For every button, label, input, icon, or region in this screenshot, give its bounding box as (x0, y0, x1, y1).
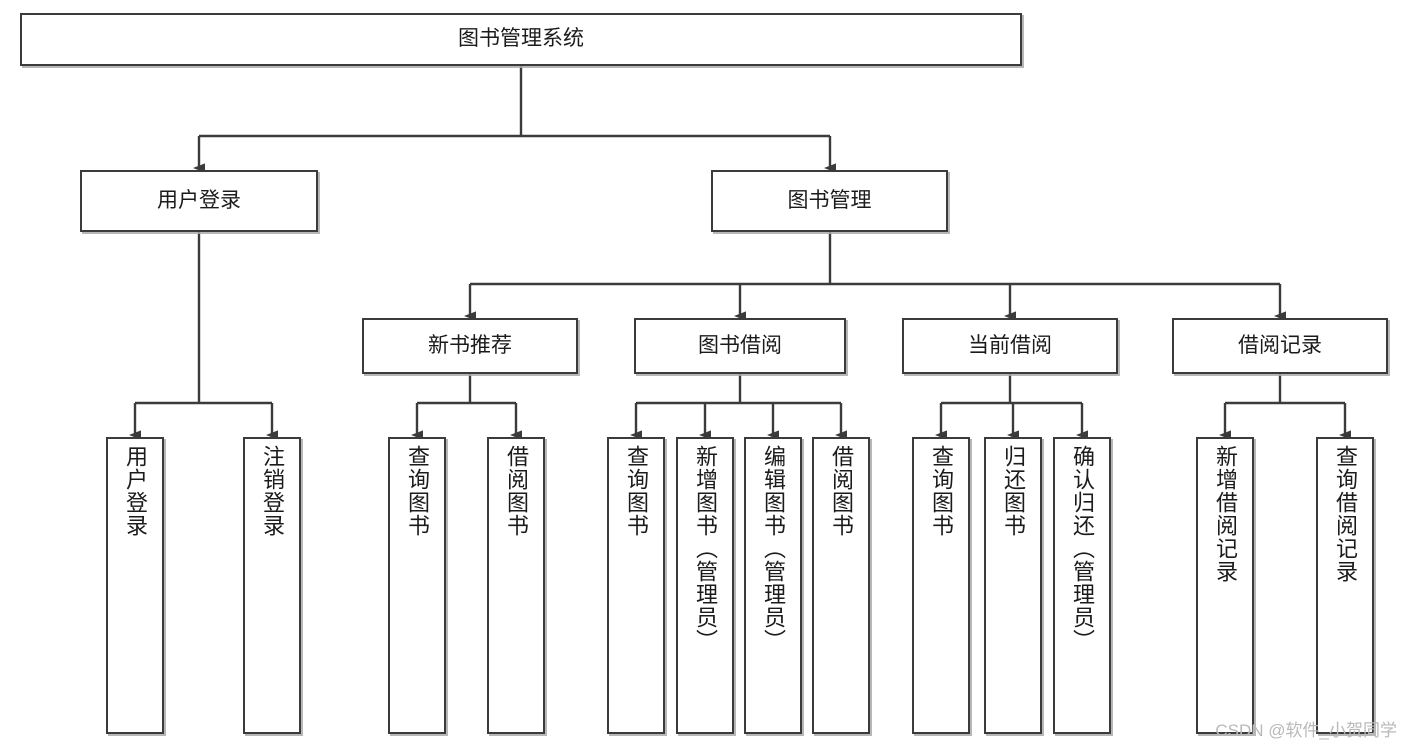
node-label: 新书推荐 (428, 333, 512, 357)
node-leaf-logout[interactable]: 注销登录 (243, 437, 301, 734)
node-leaf-return-book[interactable]: 归还图书 (984, 437, 1042, 734)
node-leaf-query-book-2[interactable]: 查询图书 (607, 437, 665, 734)
node-label: 借阅图书 (829, 445, 854, 537)
node-label: 归还图书 (1001, 445, 1026, 537)
node-label: 用户登录 (123, 445, 148, 537)
node-user-login[interactable]: 用户登录 (80, 170, 318, 232)
node-leaf-confirm-return[interactable]: 确认归还（管理员） (1053, 437, 1111, 734)
node-leaf-borrow-book-2[interactable]: 借阅图书 (812, 437, 870, 734)
node-leaf-edit-book[interactable]: 编辑图书（管理员） (744, 437, 802, 734)
node-leaf-add-record[interactable]: 新增借阅记录 (1196, 437, 1254, 734)
node-borrow-record[interactable]: 借阅记录 (1172, 318, 1388, 374)
node-label: 查询图书 (405, 445, 430, 537)
node-current-borrow[interactable]: 当前借阅 (902, 318, 1118, 374)
node-label: 借阅图书 (504, 445, 529, 537)
node-label: 编辑图书（管理员） (761, 445, 786, 652)
node-label: 用户登录 (157, 188, 241, 212)
node-leaf-query-book-1[interactable]: 查询图书 (388, 437, 446, 734)
node-label: 图书管理系统 (458, 27, 584, 51)
node-label: 注销登录 (260, 445, 285, 537)
node-leaf-query-book-3[interactable]: 查询图书 (912, 437, 970, 734)
node-root[interactable]: 图书管理系统 (20, 13, 1022, 66)
node-label: 新增借阅记录 (1213, 445, 1238, 583)
node-label: 图书管理 (787, 188, 872, 212)
node-leaf-query-record[interactable]: 查询借阅记录 (1316, 437, 1374, 734)
node-label: 查询图书 (929, 445, 954, 537)
node-book-borrow[interactable]: 图书借阅 (634, 318, 846, 374)
node-leaf-user-login[interactable]: 用户登录 (106, 437, 164, 734)
node-leaf-borrow-book-1[interactable]: 借阅图书 (487, 437, 545, 734)
node-label: 确认归还（管理员） (1070, 445, 1095, 652)
node-label: 图书借阅 (698, 333, 782, 357)
node-label: 借阅记录 (1238, 333, 1322, 357)
node-book-manage[interactable]: 图书管理 (711, 170, 948, 232)
node-label: 新增图书（管理员） (693, 445, 718, 652)
node-label: 当前借阅 (968, 333, 1052, 357)
node-leaf-add-book[interactable]: 新增图书（管理员） (676, 437, 734, 734)
node-label: 查询借阅记录 (1333, 445, 1358, 583)
node-label: 查询图书 (624, 445, 649, 537)
node-new-book-recommend[interactable]: 新书推荐 (362, 318, 578, 374)
